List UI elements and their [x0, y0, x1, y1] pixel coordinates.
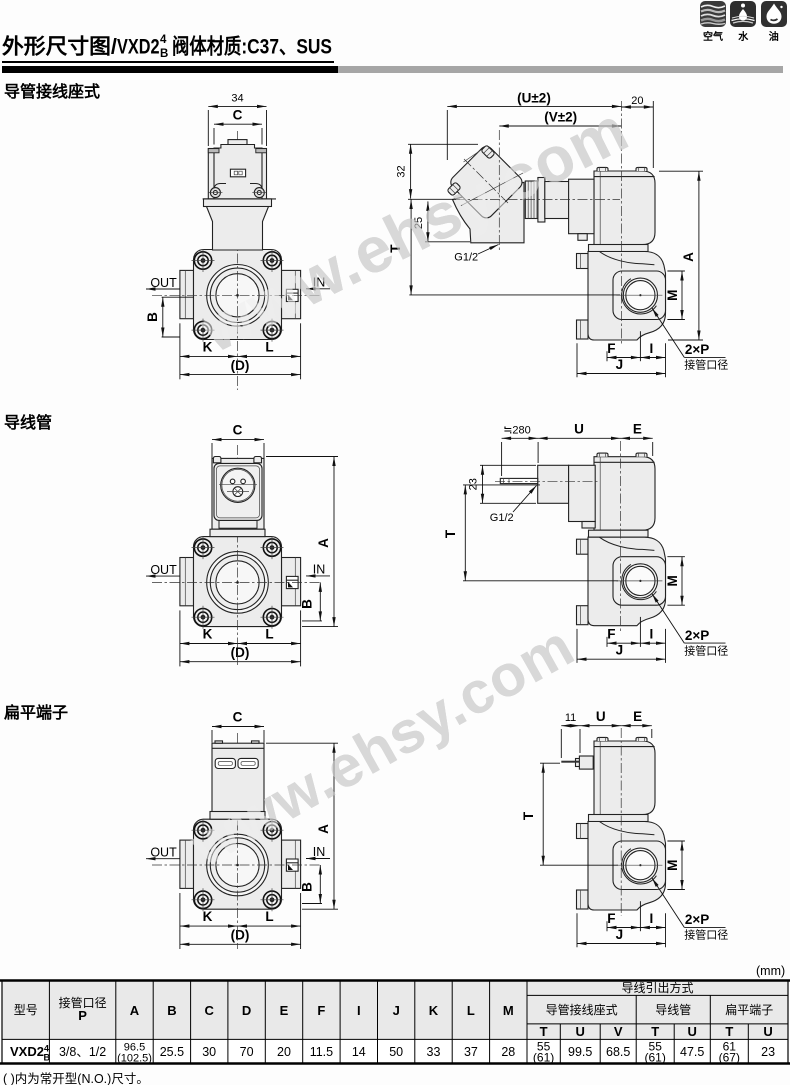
svg-text:32: 32	[396, 165, 408, 177]
svg-text:B: B	[167, 1003, 176, 1018]
svg-text:I: I	[357, 1003, 361, 1018]
svg-text:47.5: 47.5	[680, 1045, 704, 1059]
svg-text:20: 20	[277, 1045, 291, 1059]
svg-text:99.5: 99.5	[568, 1045, 592, 1059]
svg-text:T: T	[443, 529, 458, 538]
svg-text:导线管: 导线管	[655, 1002, 691, 1017]
svg-text:A: A	[130, 1003, 140, 1018]
svg-text:23: 23	[761, 1045, 775, 1059]
svg-text:T: T	[540, 1024, 548, 1039]
svg-text:(U±2): (U±2)	[517, 91, 551, 106]
svg-text:B: B	[145, 312, 160, 322]
svg-text:14: 14	[352, 1045, 366, 1059]
svg-text:C: C	[233, 710, 243, 725]
svg-text:50: 50	[389, 1045, 403, 1059]
svg-text:VXD2: VXD2	[117, 36, 160, 59]
svg-text:G1/2: G1/2	[490, 512, 514, 524]
svg-text:55: 55	[537, 1040, 551, 1054]
svg-text:34: 34	[231, 93, 243, 105]
svg-text:(102.5): (102.5)	[117, 1053, 152, 1065]
svg-text:K: K	[429, 1003, 439, 1018]
svg-text:A: A	[316, 538, 331, 548]
svg-text:25: 25	[413, 217, 425, 229]
svg-text:70: 70	[240, 1045, 254, 1059]
svg-text:B: B	[299, 599, 314, 609]
svg-text:U: U	[596, 709, 606, 724]
svg-text:25.5: 25.5	[160, 1045, 184, 1059]
svg-text:M: M	[503, 1003, 514, 1018]
svg-text:导线引出方式: 导线引出方式	[621, 980, 693, 995]
svg-text:61: 61	[723, 1040, 737, 1054]
svg-text:E: E	[280, 1003, 289, 1018]
svg-text:33: 33	[427, 1045, 441, 1059]
svg-text:T: T	[725, 1024, 733, 1039]
svg-text:B: B	[160, 48, 168, 60]
svg-text:扁平端子: 扁平端子	[725, 1003, 773, 1017]
svg-text:(67): (67)	[719, 1051, 740, 1065]
svg-text:导管接线座式: 导管接线座式	[546, 1002, 618, 1017]
svg-text:外形尺寸图/: 外形尺寸图/	[2, 35, 117, 59]
svg-text:C: C	[233, 423, 243, 438]
svg-text:型号: 型号	[14, 1003, 38, 1017]
svg-text:阀体材质:C37、SUS: 阀体材质:C37、SUS	[172, 35, 332, 59]
svg-text:D: D	[242, 1003, 251, 1018]
svg-text:T: T	[651, 1024, 659, 1039]
svg-text:20: 20	[631, 95, 643, 107]
svg-text:J: J	[393, 1003, 400, 1018]
svg-text:V: V	[614, 1024, 623, 1039]
svg-text:A: A	[316, 824, 331, 834]
svg-text:96.5: 96.5	[124, 1042, 145, 1054]
svg-text:U: U	[576, 1024, 585, 1039]
svg-text:G1/2: G1/2	[454, 252, 478, 264]
svg-text:E: E	[633, 422, 642, 437]
svg-text:U: U	[763, 1024, 772, 1039]
svg-text:L: L	[467, 1003, 475, 1018]
svg-text:(61): (61)	[645, 1051, 666, 1065]
svg-text:55: 55	[649, 1040, 663, 1054]
svg-text:B: B	[299, 882, 314, 892]
svg-text:接管口径: 接管口径	[59, 995, 107, 1010]
svg-text:11.5: 11.5	[310, 1045, 333, 1059]
svg-text:23: 23	[468, 478, 480, 490]
svg-text:68.5: 68.5	[606, 1045, 630, 1059]
svg-text:4: 4	[160, 34, 167, 46]
svg-text:30: 30	[202, 1045, 216, 1059]
svg-text:28: 28	[501, 1045, 515, 1059]
svg-text:(61): (61)	[533, 1051, 554, 1065]
svg-text:(V±2): (V±2)	[544, 110, 577, 125]
svg-text:37: 37	[464, 1045, 478, 1059]
svg-text:U: U	[574, 422, 584, 437]
svg-text:T: T	[521, 811, 536, 820]
svg-text:11: 11	[565, 712, 576, 724]
svg-text:U: U	[688, 1024, 697, 1039]
svg-text:C: C	[233, 108, 243, 123]
svg-text:C: C	[205, 1003, 215, 1018]
svg-text:T: T	[388, 244, 403, 253]
svg-text:P: P	[78, 1008, 87, 1023]
svg-text:F: F	[317, 1003, 325, 1018]
svg-text:3/8、1/2: 3/8、1/2	[59, 1045, 106, 1059]
svg-text:≒280: ≒280	[503, 425, 531, 437]
svg-text:E: E	[633, 709, 642, 724]
svg-text:A: A	[681, 252, 696, 262]
